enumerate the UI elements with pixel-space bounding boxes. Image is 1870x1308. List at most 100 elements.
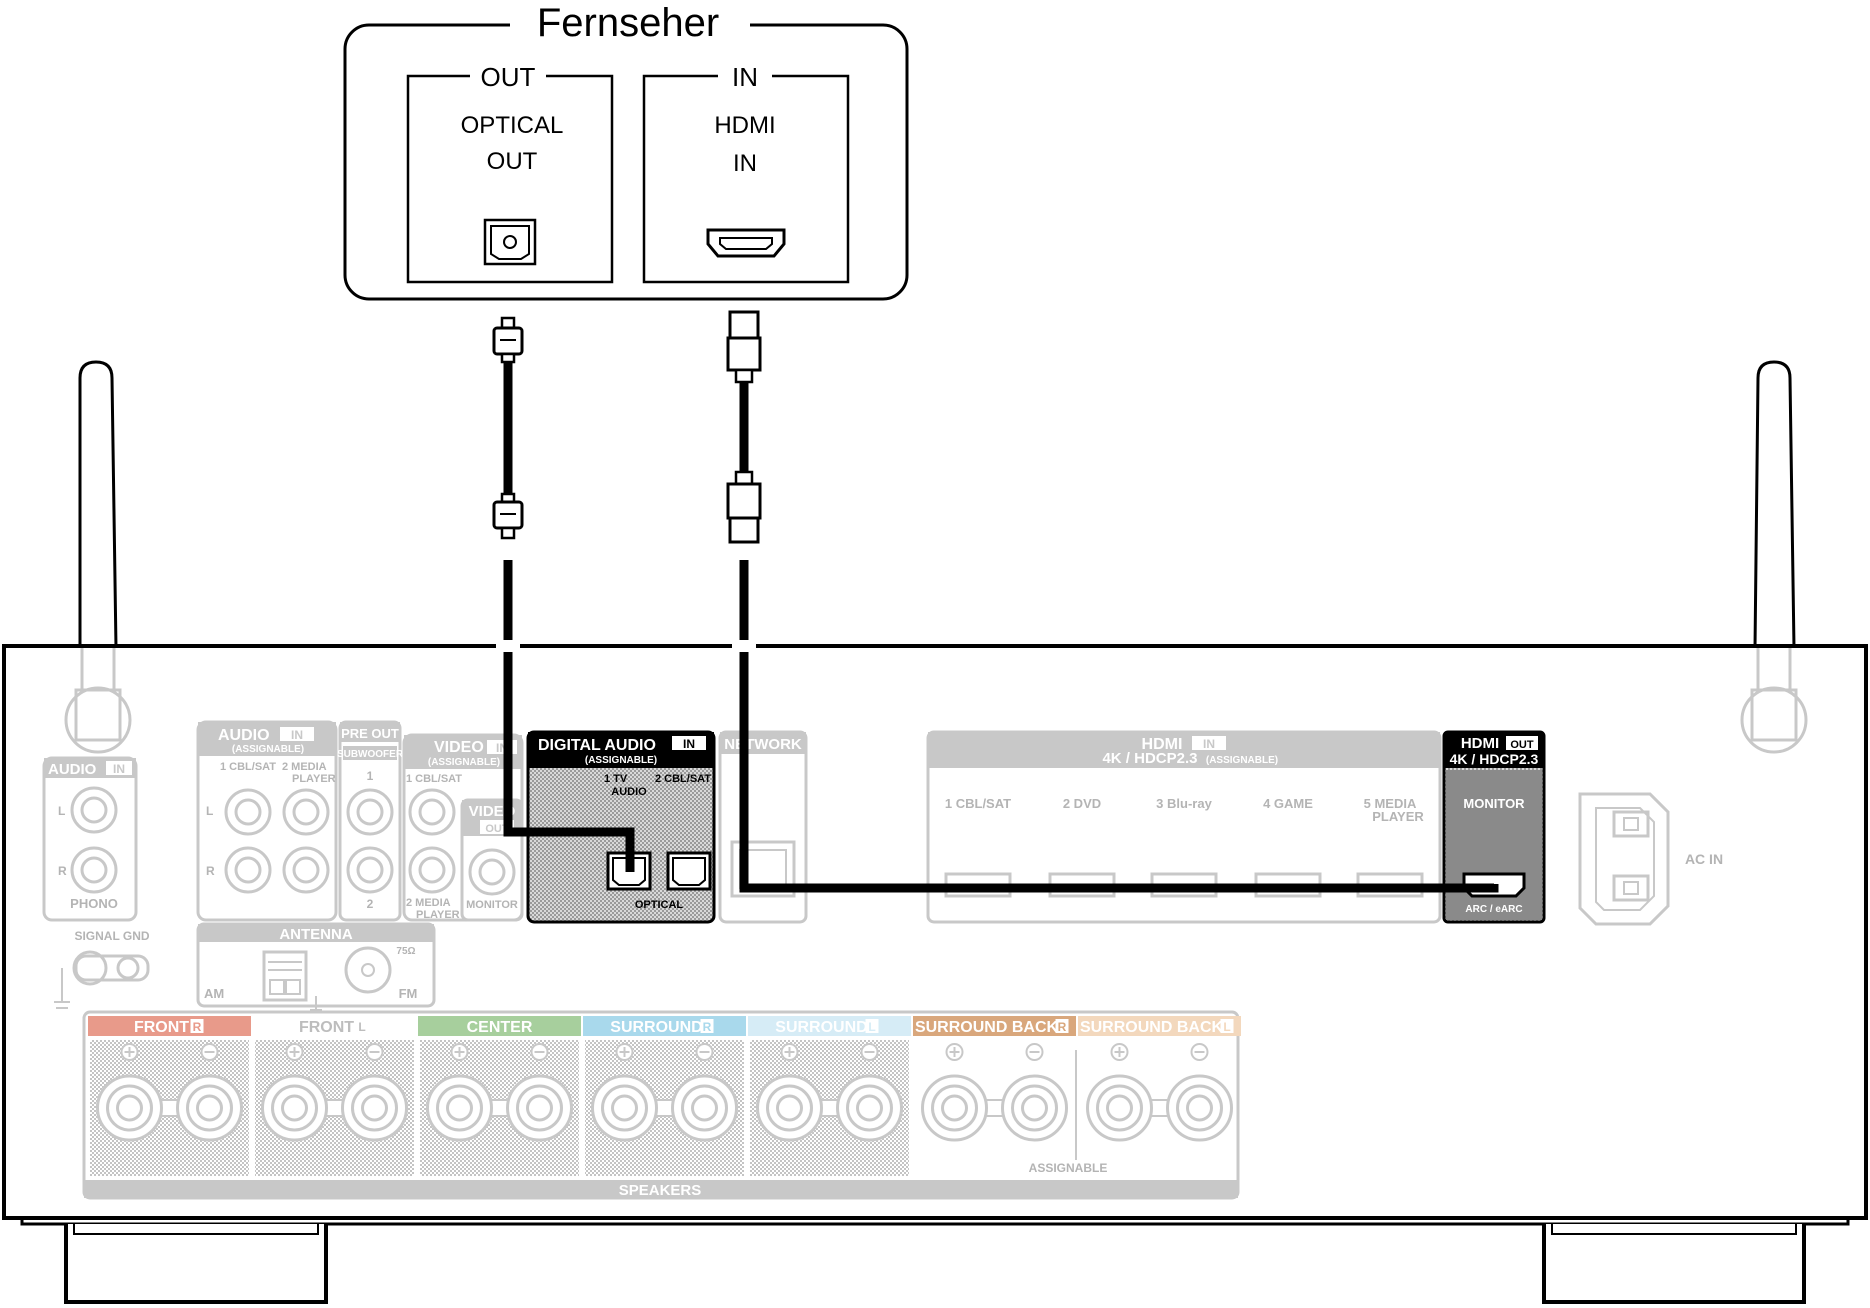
fm-jack[interactable] bbox=[344, 946, 392, 994]
hdmi-out-panel: HDMI OUT 4K / HDCP2.3 MONITOR ARC / eARC bbox=[1442, 730, 1546, 924]
phono-label: PHONO bbox=[70, 896, 118, 911]
video-out-badge: OUT bbox=[485, 823, 509, 835]
phono-input-panel: AUDIO IN L R PHONO bbox=[42, 756, 138, 922]
video-out-jack[interactable] bbox=[468, 848, 516, 896]
speaker-terminal[interactable] bbox=[921, 1074, 988, 1142]
subwoofer-jack-1[interactable] bbox=[346, 788, 394, 836]
video-in-jack-2[interactable] bbox=[408, 846, 456, 894]
minus-icon bbox=[1190, 1043, 1209, 1061]
speaker-side-badge bbox=[865, 1019, 879, 1033]
pre-out-2: 2 bbox=[367, 897, 374, 911]
speakers-label: SPEAKERS bbox=[619, 1182, 702, 1199]
speaker-terminal[interactable] bbox=[341, 1074, 408, 1142]
minus-icon bbox=[365, 1043, 384, 1061]
signal-gnd: SIGNAL GND bbox=[54, 929, 150, 1009]
speaker-terminal[interactable] bbox=[426, 1074, 493, 1142]
ac-in-label: AC IN bbox=[1685, 851, 1723, 867]
audio-in-jack[interactable] bbox=[224, 846, 272, 894]
speaker-side-badge bbox=[1055, 1019, 1069, 1033]
speaker-terminal[interactable] bbox=[1086, 1074, 1153, 1142]
network-port[interactable] bbox=[730, 840, 796, 898]
speaker-terminal[interactable] bbox=[176, 1074, 243, 1142]
minus-icon bbox=[860, 1043, 879, 1061]
tv-optical-port-icon bbox=[483, 218, 537, 266]
foot-left bbox=[64, 1224, 328, 1304]
speaker-group-label: SURROUND BACK bbox=[915, 1019, 1059, 1036]
speaker-group-header bbox=[418, 1016, 581, 1036]
audio-in-l: L bbox=[206, 804, 213, 818]
phono-title: AUDIO bbox=[48, 761, 97, 778]
speaker-side-label: R bbox=[193, 1020, 202, 1034]
phono-jack-r[interactable] bbox=[70, 846, 118, 894]
speaker-terminal[interactable] bbox=[756, 1074, 823, 1142]
speaker-terminal[interactable] bbox=[591, 1074, 658, 1142]
foot-right bbox=[1542, 1224, 1806, 1304]
hdmi-in-sub: 4K / HDCP2.3 bbox=[1102, 750, 1197, 767]
speaker-side-label: R bbox=[703, 1020, 712, 1034]
hdmi-in-port-label: 5 MEDIA bbox=[1364, 796, 1417, 811]
speaker-group-label: SURROUND bbox=[610, 1019, 702, 1036]
antenna-terminal-panel: ANTENNA AM 75Ω FM bbox=[196, 922, 436, 1011]
audio-in-2b: PLAYER bbox=[292, 773, 336, 785]
speaker-terminal[interactable] bbox=[261, 1074, 328, 1142]
speaker-group: FRONT L bbox=[253, 1016, 416, 1176]
speaker-terminal[interactable] bbox=[506, 1074, 573, 1142]
minus-icon bbox=[530, 1043, 549, 1061]
ac-in-socket[interactable] bbox=[1612, 810, 1650, 838]
speaker-group: CENTER bbox=[418, 1016, 581, 1176]
speaker-group-label: FRONT bbox=[299, 1019, 354, 1036]
phono-jack-l[interactable] bbox=[70, 786, 118, 834]
video-out-monitor: MONITOR bbox=[466, 899, 518, 911]
digital-audio-2: 2 CBL/SAT bbox=[655, 773, 711, 785]
video-in-2: 2 MEDIA bbox=[406, 897, 451, 909]
audio-in-jack[interactable] bbox=[282, 846, 330, 894]
hdmi-plug-bottom bbox=[726, 470, 762, 544]
speaker-terminal[interactable] bbox=[836, 1074, 903, 1142]
signal-gnd-label: SIGNAL GND bbox=[74, 929, 149, 943]
tv-hdmi-port-icon bbox=[706, 228, 786, 258]
audio-in-assignable-panel: AUDIO IN (ASSIGNABLE) 1 CBL/SAT 2 MEDIA … bbox=[196, 720, 338, 922]
pre-out-panel: PRE OUT SUBWOOFER 1 2 bbox=[337, 720, 404, 922]
hdmi-out-title: HDMI bbox=[1461, 735, 1499, 752]
am-terminal[interactable] bbox=[262, 950, 308, 1002]
hdmi-in-port-label: 2 DVD bbox=[1063, 796, 1101, 811]
video-in-2b: PLAYER bbox=[416, 909, 460, 921]
audio-in-2: 2 MEDIA bbox=[282, 761, 327, 773]
hdmi-in-badge: IN bbox=[1203, 737, 1215, 751]
tv-in-header: IN bbox=[732, 62, 758, 92]
audio-in-r: R bbox=[206, 864, 215, 878]
speaker-side-label: L bbox=[1223, 1020, 1230, 1034]
video-in-sub: (ASSIGNABLE) bbox=[428, 757, 500, 768]
digital-audio-1b: AUDIO bbox=[611, 786, 647, 798]
speaker-terminal[interactable] bbox=[671, 1074, 738, 1142]
phono-l: L bbox=[58, 804, 65, 818]
speaker-group-header bbox=[88, 1016, 251, 1036]
video-in-jack-1[interactable] bbox=[408, 788, 456, 836]
plus-icon bbox=[615, 1043, 634, 1061]
speaker-group-header bbox=[1078, 1016, 1241, 1036]
hdmi-out-monitor: MONITOR bbox=[1463, 796, 1525, 811]
audio-in-sub: (ASSIGNABLE) bbox=[232, 744, 304, 755]
tv-optical-label: OPTICAL bbox=[461, 112, 564, 139]
subwoofer-jack-2[interactable] bbox=[346, 846, 394, 894]
speaker-terminal[interactable] bbox=[96, 1074, 163, 1142]
plus-icon bbox=[285, 1043, 304, 1061]
speaker-side-label: L bbox=[358, 1020, 365, 1034]
audio-in-jack[interactable] bbox=[224, 788, 272, 836]
hdmi-plug-top bbox=[726, 310, 762, 384]
phono-badge: IN bbox=[113, 762, 125, 776]
video-in-1: 1 CBL/SAT bbox=[406, 773, 462, 785]
speaker-side-badge bbox=[1220, 1019, 1234, 1033]
tv-device: Fernseher OUT OPTICAL OUT IN HDMI IN bbox=[343, 1, 909, 301]
antenna-left bbox=[78, 360, 118, 650]
audio-in-jack[interactable] bbox=[282, 788, 330, 836]
speaker-terminal[interactable] bbox=[1001, 1074, 1068, 1142]
speaker-side-badge bbox=[700, 1019, 714, 1033]
hdmi-in-port5b: PLAYER bbox=[1372, 809, 1424, 824]
speaker-terminal[interactable] bbox=[1166, 1074, 1233, 1142]
audio-in-1: 1 CBL/SAT bbox=[220, 761, 276, 773]
